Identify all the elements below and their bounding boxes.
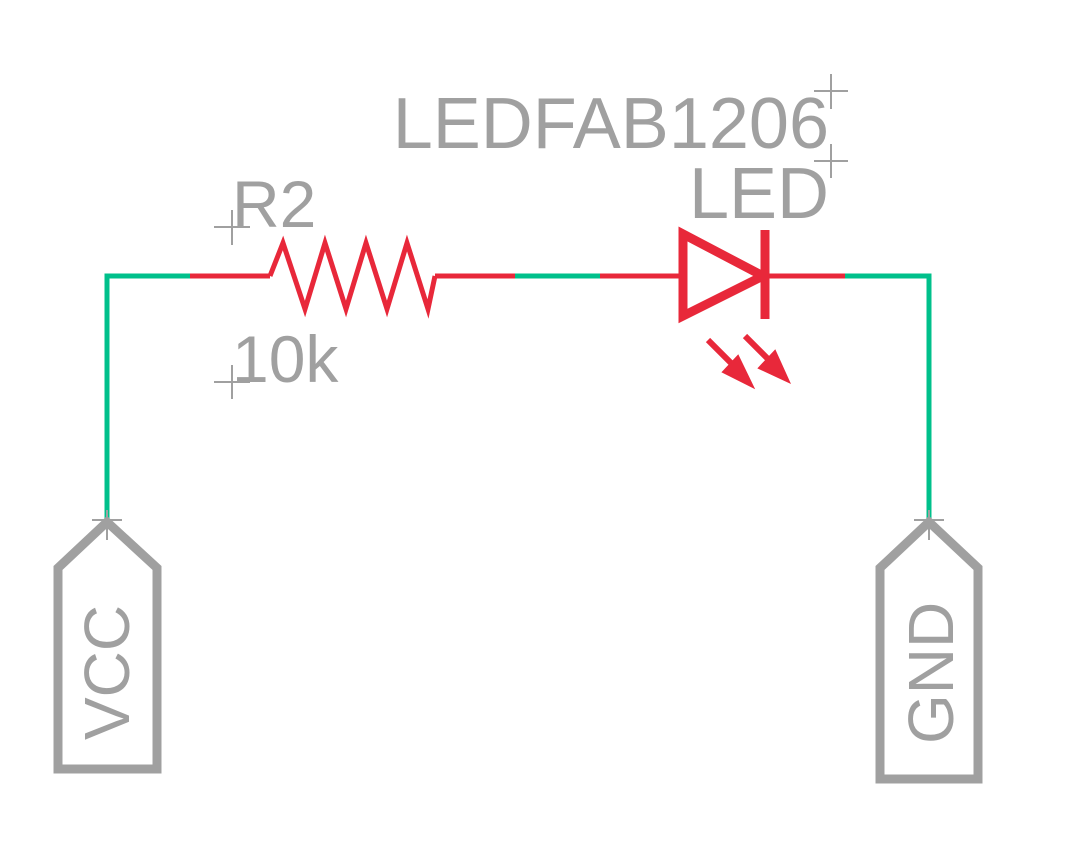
resistor-r2[interactable]	[190, 234, 515, 319]
vcc-supply-symbol[interactable]: VCC	[53, 515, 162, 774]
wire-gnd[interactable]	[845, 273, 932, 520]
led-triangle	[678, 226, 773, 324]
emission-arrow-2-head	[757, 349, 792, 385]
resistor-value-label: 10k	[232, 322, 339, 396]
vcc-flag-outline	[53, 515, 162, 774]
origin-mark-r2-value	[214, 365, 250, 399]
led-emission-arrows	[705, 333, 792, 390]
net-wires	[104, 273, 932, 520]
origin-mark-r2-name	[214, 210, 250, 245]
resistor-zigzag	[267, 234, 438, 319]
resistor-name-label: R2	[232, 167, 316, 241]
gnd-label: GND	[895, 602, 967, 744]
led-name-label: LED	[689, 154, 829, 234]
gnd-supply-symbol[interactable]: GND	[875, 515, 983, 784]
emission-arrow-1-head	[721, 354, 756, 390]
wire-vcc[interactable]	[104, 273, 190, 520]
led-symbol[interactable]	[600, 226, 845, 324]
gnd-flag-outline	[875, 515, 983, 784]
origin-mark-led-package	[814, 74, 848, 109]
origin-mark-led-name	[814, 144, 848, 178]
vcc-label: VCC	[71, 605, 143, 740]
led-package-label: LEDFAB1206	[393, 84, 829, 164]
